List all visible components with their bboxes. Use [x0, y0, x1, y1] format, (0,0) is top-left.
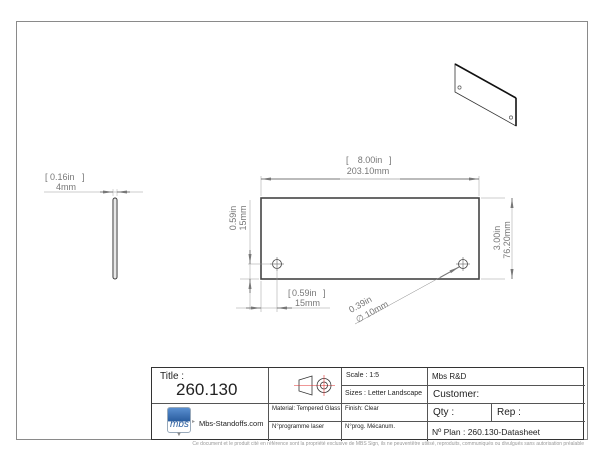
qty-field: Qty :	[428, 404, 492, 422]
width-in-label: 8.00in	[358, 155, 383, 165]
width-mm-label: 203.10mm	[347, 166, 390, 176]
projection-cell	[269, 368, 342, 404]
vertical-offset-mm-label: 15mm	[238, 205, 248, 230]
company-field: Mbs R&D	[428, 368, 585, 386]
hole-right	[456, 257, 470, 271]
third-angle-projection-icon	[294, 375, 335, 396]
vertical-offset-in-label: 0.59in	[228, 206, 238, 231]
disclaimer-text: Ce document et le produit cité en référe…	[192, 441, 584, 447]
thickness-mm-label: 4mm	[56, 182, 76, 192]
mbs-logo: mbs	[167, 407, 191, 433]
iso-hole-right	[509, 115, 513, 120]
height-mm-label: 76.20mm	[502, 221, 512, 259]
bracket-left: [	[346, 155, 349, 165]
rep-field: Rep :	[492, 404, 585, 422]
title-cell: Title : 260.130	[152, 368, 269, 404]
horizontal-offset-in-label: 0.59in	[292, 288, 317, 298]
website-label: Mbs-Standoffs.com	[199, 419, 264, 428]
horizontal-offset-mm-label: 15mm	[295, 298, 320, 308]
logo-arrow-icon: ▼	[176, 432, 182, 438]
customer-field: Customer:	[428, 386, 585, 404]
bracket-right: ]	[323, 288, 326, 298]
mecanum-program-field: N°prog. Mécanum.	[342, 422, 428, 441]
isometric-view	[454, 63, 517, 127]
thickness-in-label: 0.16in	[50, 172, 75, 182]
laser-program-field: N°programme laser	[269, 422, 342, 441]
side-view: 0.16in 4mm [ ]	[44, 172, 143, 280]
bracket-left: [	[288, 288, 291, 298]
bracket-right: ]	[389, 155, 392, 165]
sizes-field: Sizes : Letter Landscape	[342, 386, 428, 404]
bracket-right: ]	[82, 172, 85, 182]
logo-text: mbs	[170, 419, 189, 430]
plan-number-field: Nº Plan : 260.130-Datasheet	[432, 427, 541, 437]
finish-field: Finish: Clear	[342, 404, 428, 422]
height-in-label: 3.00in	[492, 226, 502, 251]
title-block: Title : 260.130 Scale : 1:5 Sizes : Lett…	[151, 367, 585, 441]
iso-hole-left	[457, 85, 462, 90]
title-value: 260.130	[176, 380, 238, 399]
part-outline	[260, 197, 480, 280]
scale-field: Scale : 1:5	[342, 368, 428, 386]
logo-cell: mbs ▸ ▼ Mbs-Standoffs.com	[152, 404, 269, 441]
title-label: Title :	[160, 371, 185, 382]
bracket-left: [	[45, 172, 48, 182]
material-field: Material: Tempered Glass	[269, 404, 342, 422]
front-view: 8.00in [ ] 203.10mm 3.00in 76.20mm 0.59i…	[228, 155, 514, 325]
logo-chevron-icon: ▸	[192, 419, 196, 425]
